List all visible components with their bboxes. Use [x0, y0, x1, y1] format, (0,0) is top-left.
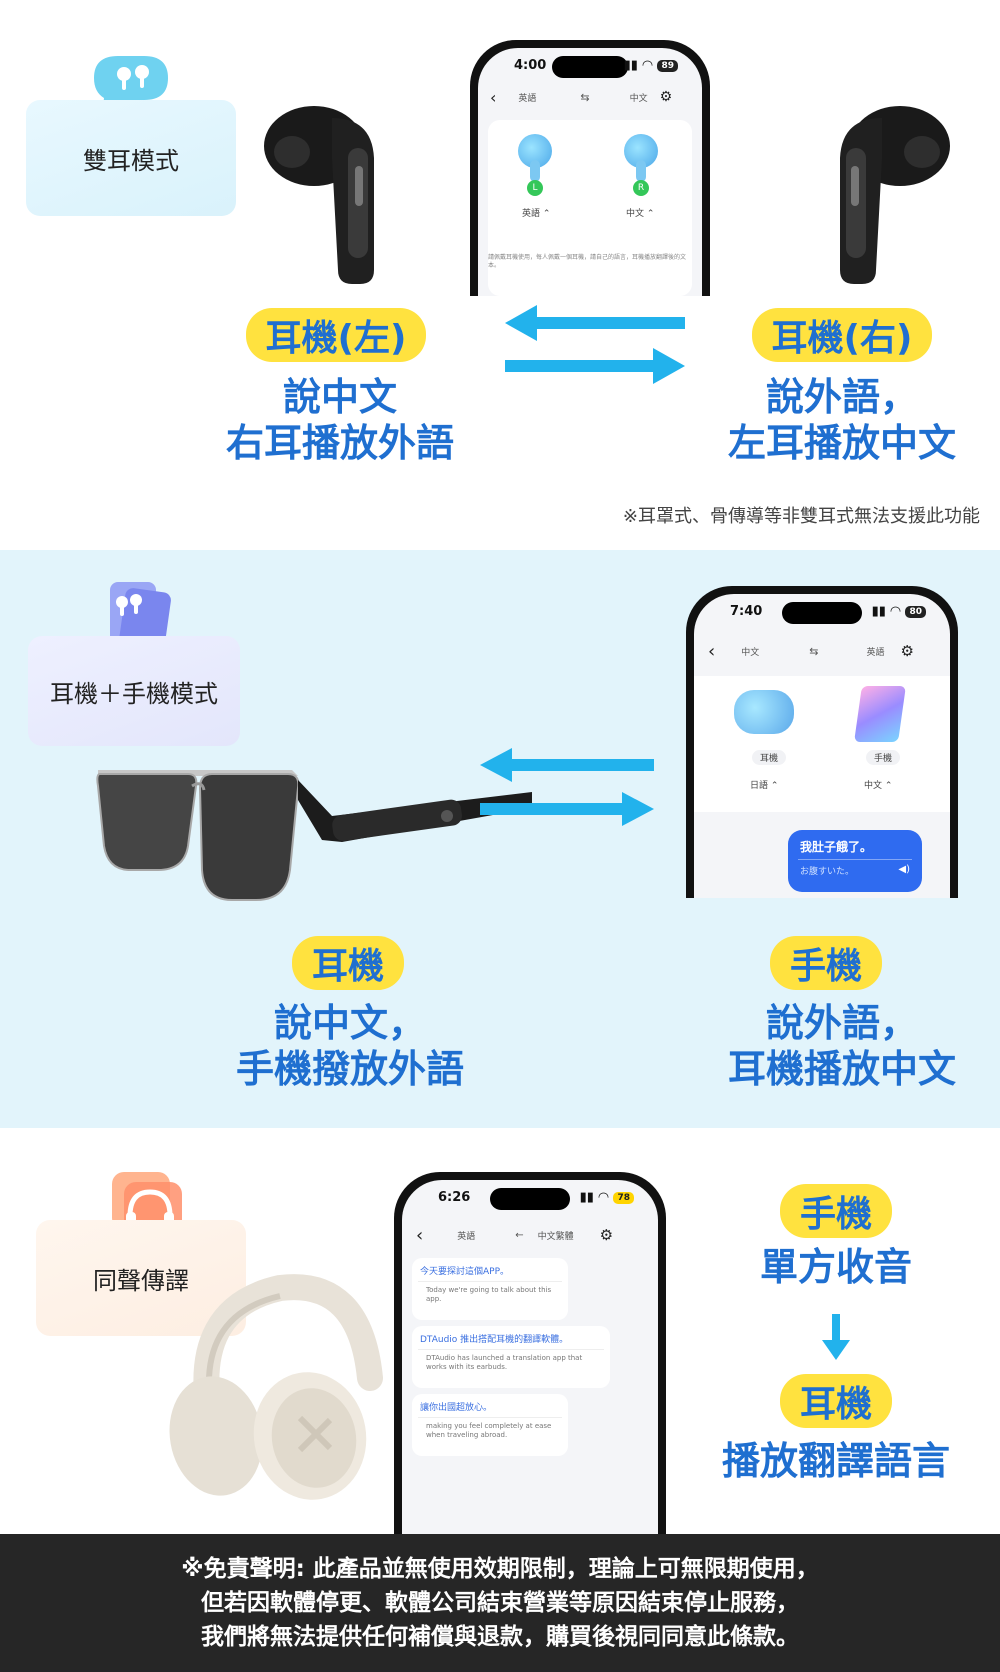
app-bar: ‹ 中文 ⇆ 英語 ⚙ — [694, 636, 950, 666]
status-time: 4:00 — [514, 58, 547, 73]
earbuds-phone-icon — [110, 582, 171, 652]
earbuds-pill: 耳機 — [292, 936, 404, 990]
arrow-down — [822, 1314, 850, 1360]
earbuds-avatar — [734, 690, 794, 734]
swap-icon[interactable]: ⇆ — [580, 90, 590, 104]
smart-glasses-image — [96, 770, 532, 901]
simultaneous-translation-section: 同聲傳譯 6:26 ▮▮ ◠78 ‹ 英語 ← 中文繁體 ⚙ 今天要探討這個A — [0, 1128, 1000, 1534]
phone-avatar — [854, 686, 906, 742]
mode-label-card: 雙耳模式 — [26, 100, 236, 216]
gear-icon[interactable]: ⚙ — [900, 642, 914, 660]
left-earbud-stem — [530, 160, 540, 182]
disclaimer-line: 我們將無法提供任何補償與退款，購買後視同同意此條款。 — [201, 1624, 799, 1650]
lang-right[interactable]: 中文繁體 — [537, 1231, 574, 1242]
message-bubble: 讓你出國超放心。 making you feel completely at e… — [412, 1394, 568, 1456]
status-time: 7:40 — [730, 604, 763, 619]
device-label-left: 耳機 — [752, 750, 787, 765]
picker-right[interactable]: 中文 ⌃ — [626, 209, 655, 219]
picker-left[interactable]: 英語 ⌃ — [522, 209, 551, 219]
dual-ear-mode-section: 雙耳模式 4:00 ▮▮ ◠89 ‹ 英語 ⇆ 中文 ⚙ — [0, 0, 1000, 550]
gear-icon[interactable]: ⚙ — [659, 89, 673, 105]
earbuds-desc: 播放翻譯語言 — [721, 1439, 950, 1483]
right-earbud-image — [840, 106, 950, 284]
lang-left[interactable]: 英語 — [457, 1231, 476, 1242]
message-bubble: 今天要探討這個APP。 Today we're going to talk ab… — [412, 1258, 568, 1320]
dynamic-island — [552, 56, 628, 78]
bubble-sub-text: お腹すいた。 — [800, 867, 855, 877]
lang-left[interactable]: 中文 — [741, 647, 760, 658]
devices-card: 耳機 手機 日語 ⌃ 中文 ⌃ — [694, 676, 950, 812]
dynamic-island — [782, 602, 862, 624]
earbuds-desc: 說中文，手機撥放外語 — [235, 1001, 464, 1091]
battery: 89 — [657, 59, 678, 72]
status-bar: 4:00 ▮▮ ◠89 — [506, 58, 678, 78]
picker-left[interactable]: 日語 ⌃ — [750, 781, 779, 791]
over-ear-headphones-image — [169, 1274, 383, 1500]
battery: 80 — [905, 605, 926, 618]
hint-text: 請佩戴耳機使用，每人佩戴一個耳機，請自己的語言，耳機播放翻譯後的文本。 — [488, 254, 687, 269]
earbuds-card: L R 英語 ⌃ 中文 ⌃ 請佩戴耳機使用，每人佩戴一個耳機，請自己的語言，耳機… — [488, 120, 692, 296]
back-icon[interactable]: ‹ — [708, 640, 716, 662]
right-earbud-stem — [636, 160, 646, 182]
phone-pill: 手機 — [770, 936, 882, 990]
phone-mockup: 7:40 ▮▮ ◠80 ‹ 中文 ⇆ 英語 ⚙ 耳機 手機 日語 ⌃ 中文 ⌃ … — [686, 586, 958, 898]
translation-bubble: 我肚子餓了。 お腹すいた。 ◀) — [788, 830, 922, 892]
phone-pill: 手機 — [780, 1184, 892, 1238]
left-earbud-pill: 耳機(左) — [246, 308, 426, 362]
right-earbud-desc: 說外語，左耳播放中文 — [727, 375, 956, 465]
app-bar: ‹ 英語 ← 中文繁體 ⚙ — [402, 1220, 658, 1250]
status-bar: 7:40 ▮▮ ◠80 — [722, 604, 926, 624]
bubble-main-text: 我肚子餓了。 — [800, 840, 873, 854]
lang-left[interactable]: 英語 — [518, 93, 537, 104]
device-label-right: 手機 — [866, 750, 901, 765]
mode-label: 耳機＋手機模式 — [50, 679, 218, 708]
earbuds-chat-icon — [94, 56, 168, 114]
app-bar: ‹ 英語 ⇆ 中文 ⚙ — [478, 82, 702, 112]
picker-right[interactable]: 中文 ⌃ — [864, 781, 893, 791]
left-earbud-desc: 說中文右耳播放外語 — [225, 375, 454, 465]
phone-desc: 單方收音 — [759, 1245, 912, 1289]
arrow-right — [505, 348, 685, 384]
lang-right[interactable]: 中文 — [629, 93, 648, 104]
right-badge: R — [633, 180, 649, 196]
mode-label-card: 耳機＋手機模式 — [28, 636, 240, 746]
back-icon[interactable]: ‹ — [490, 87, 497, 107]
dynamic-island — [490, 1188, 570, 1210]
swap-icon[interactable]: ← — [515, 1229, 524, 1241]
compatibility-note: ※耳罩式、骨傳導等非雙耳式無法支援此功能 — [622, 506, 980, 527]
right-earbud-pill: 耳機(右) — [752, 308, 932, 362]
gear-icon[interactable]: ⚙ — [599, 1226, 614, 1244]
status-bar: 6:26 ▮▮ ◠78 — [430, 1190, 634, 1210]
mode-label: 雙耳模式 — [83, 146, 179, 175]
message-bubble: DTAudio 推出搭配耳機的翻譯軟體。 DTAudio has launche… — [412, 1326, 610, 1388]
arrow-left — [505, 305, 685, 341]
earbuds-pill: 耳機 — [780, 1374, 892, 1428]
disclaimer-line: 但若因軟體停更、軟體公司結束營業等原因結束停止服務， — [201, 1590, 799, 1616]
arrow-right — [480, 792, 654, 826]
disclaimer-line: ※免責聲明: 此產品並無使用效期限制，理論上可無限期使用， — [181, 1556, 819, 1582]
phone-desc: 說外語，耳機播放中文 — [727, 1001, 956, 1091]
status-time: 6:26 — [438, 1190, 471, 1205]
lang-right[interactable]: 英語 — [866, 647, 885, 658]
phone-mockup: 6:26 ▮▮ ◠78 ‹ 英語 ← 中文繁體 ⚙ 今天要探討這個APP。 To… — [394, 1172, 666, 1534]
battery: 78 — [613, 1191, 634, 1204]
mode-label: 同聲傳譯 — [93, 1266, 189, 1295]
back-icon[interactable]: ‹ — [416, 1224, 424, 1246]
speaker-icon[interactable]: ◀) — [898, 864, 910, 875]
phone-mockup: 4:00 ▮▮ ◠89 ‹ 英語 ⇆ 中文 ⚙ L R 英語 ⌃ 中文 ⌃ 請佩… — [470, 40, 710, 296]
earbuds-phone-mode-section: 耳機＋手機模式 7:40 ▮▮ ◠80 ‹ 中文 ⇆ 英語 ⚙ — [0, 550, 1000, 1128]
swap-icon[interactable]: ⇆ — [809, 644, 819, 658]
arrow-left — [480, 748, 654, 782]
left-badge: L — [527, 180, 543, 196]
left-earbud-image — [264, 106, 374, 284]
disclaimer-footer: ※免責聲明: 此產品並無使用效期限制，理論上可無限期使用， 但若因軟體停更、軟體… — [0, 1534, 1000, 1672]
